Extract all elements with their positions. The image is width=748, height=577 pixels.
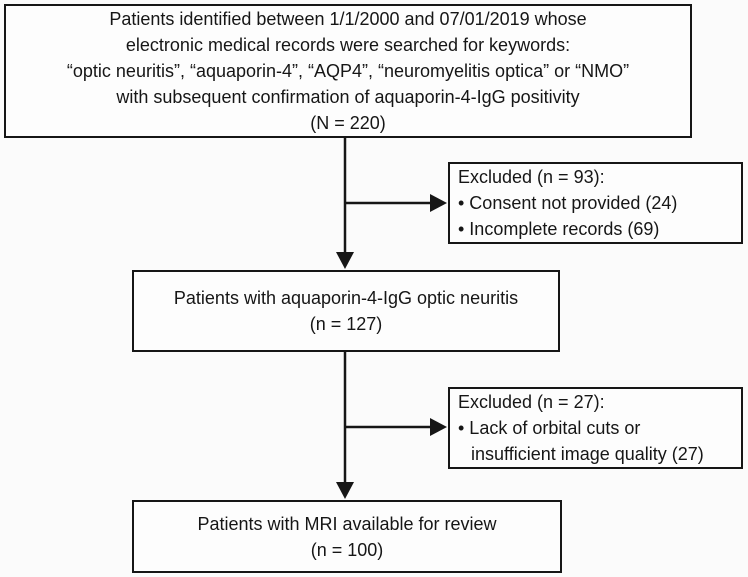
text-line: (N = 220) (310, 113, 386, 133)
flow-box-excluded-consent-records: Excluded (n = 93): • Consent not provided… (448, 162, 743, 244)
text-line: Patients with aquaporin-4-IgG optic neur… (173, 288, 519, 308)
text-line: Excluded (n = 27): (458, 392, 605, 412)
text-line: Patients with MRI available for review (197, 513, 497, 534)
text-line: (n = 100) (310, 539, 384, 560)
text-line: • Lack of orbital cuts or (458, 418, 641, 438)
arrowhead-down-1 (336, 252, 354, 269)
text-line: (n = 127) (309, 314, 383, 334)
text-line: • Consent not provided (24) (458, 193, 678, 213)
flow-box-patients-identified: Patients identified between 1/1/2000 and… (4, 4, 692, 138)
text-line: electronic medical records were searched… (125, 35, 571, 55)
flow-box-mri-available: Patients with MRI available for review (n… (132, 500, 562, 573)
text-line: insufficient image quality (27) (471, 444, 704, 464)
text-line: “optic neuritis”, “aquaporin-4”, “AQP4”,… (66, 61, 630, 81)
text-line: Patients identified between 1/1/2000 and… (109, 9, 587, 29)
text-line: • Incomplete records (69) (458, 219, 660, 239)
flow-box-excluded-image-quality: Excluded (n = 27): • Lack of orbital cuts… (448, 387, 743, 469)
arrowhead-right-2 (430, 418, 447, 436)
flow-box-aqp4-igg-optic-neuritis: Patients with aquaporin-4-IgG optic neur… (132, 270, 560, 352)
text-line: with subsequent confirmation of aquapori… (116, 87, 580, 107)
arrowhead-right-1 (430, 194, 447, 212)
arrowhead-down-2 (336, 482, 354, 499)
text-line: Excluded (n = 93): (458, 167, 605, 187)
